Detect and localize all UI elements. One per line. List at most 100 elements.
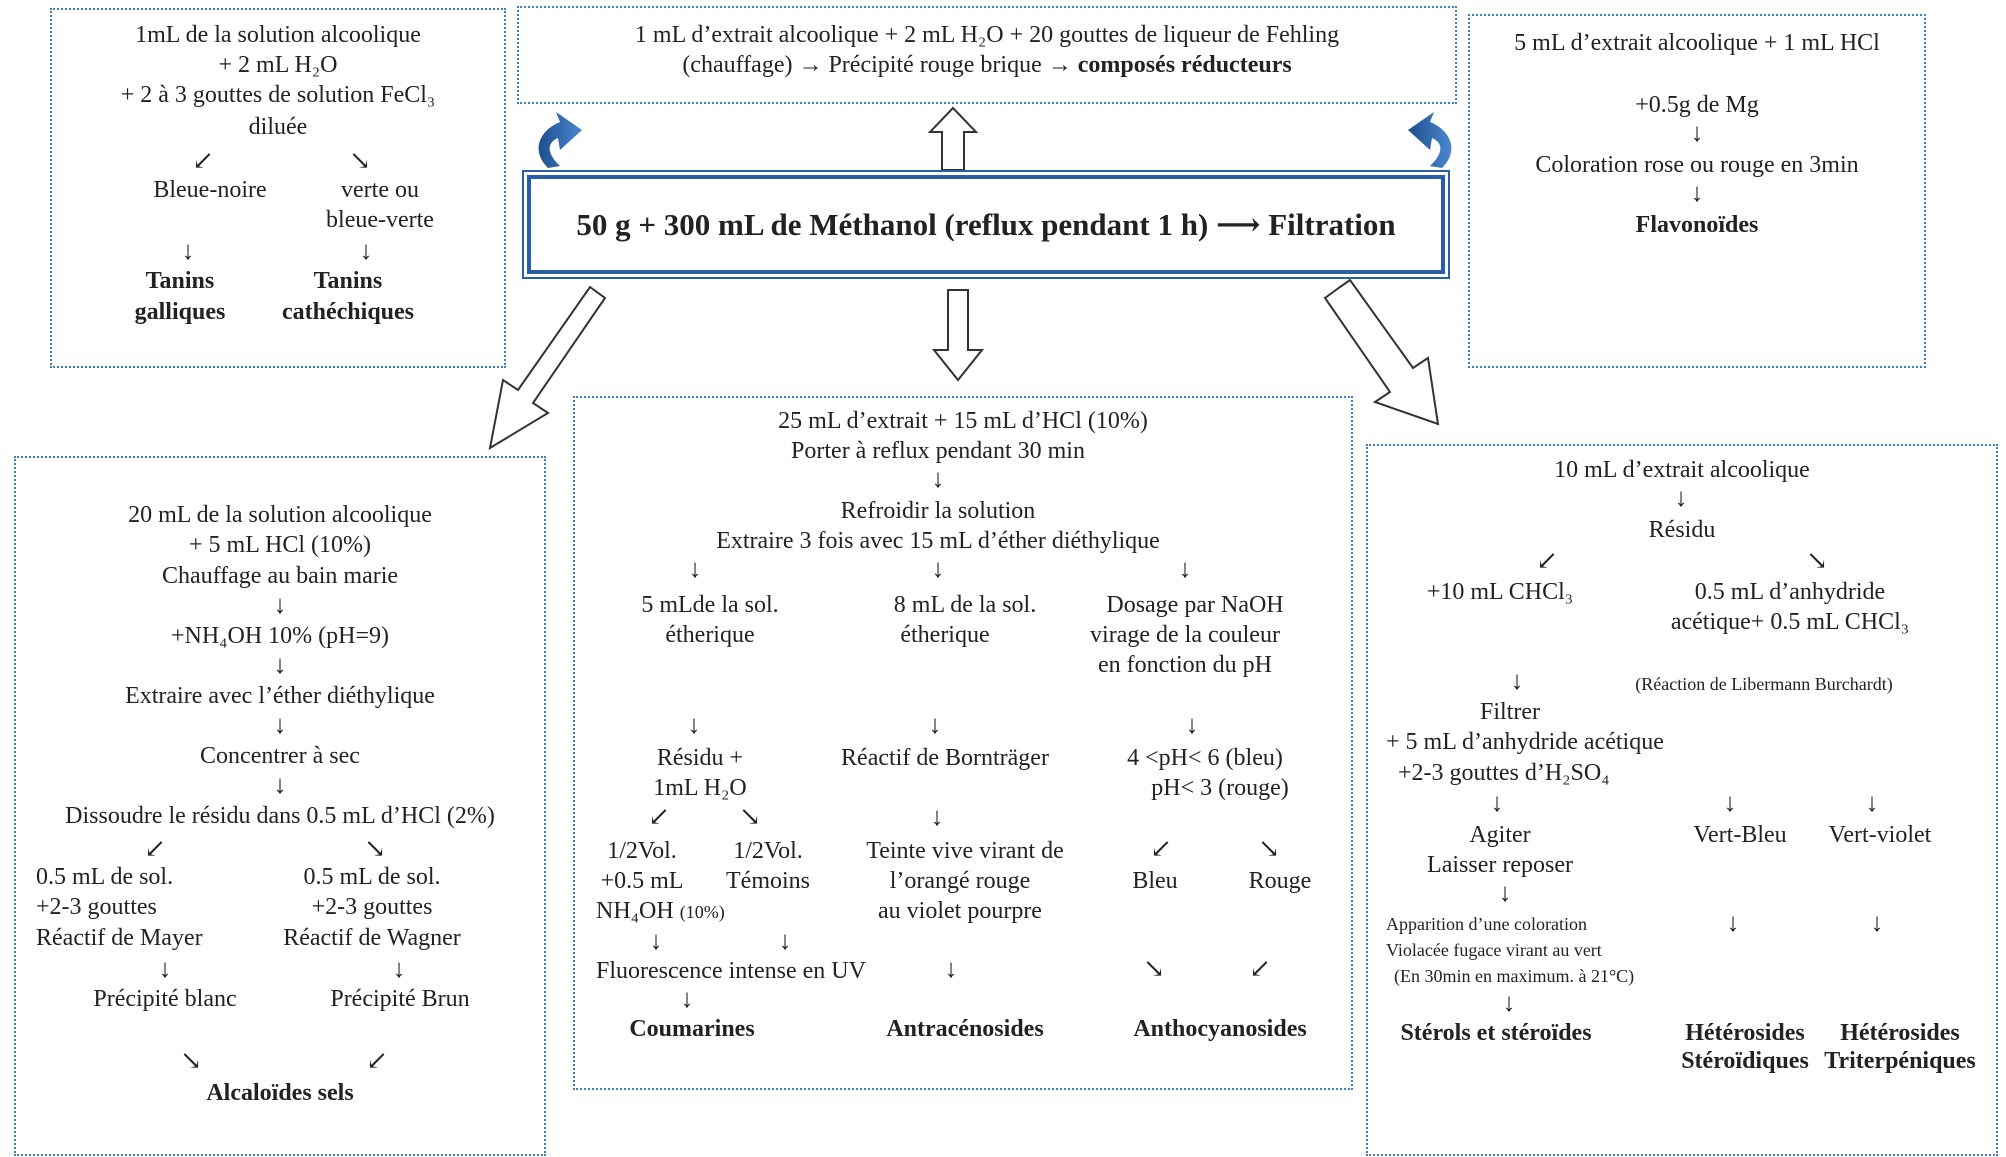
arrow-down: ↓ bbox=[1690, 118, 1704, 147]
ster-result2a: Hétérosides bbox=[1685, 1020, 1805, 1046]
arrow-diag-left bbox=[488, 285, 607, 451]
arrow-sw: ↙ bbox=[648, 802, 670, 831]
arrow-up-fehling bbox=[927, 106, 979, 171]
arrow-sw: ↙ bbox=[1249, 954, 1271, 983]
mid-b2: étherique bbox=[900, 622, 990, 648]
arrow-sw: ↙ bbox=[366, 1046, 388, 1075]
ster-f2: + 5 mL d’anhydride acétique bbox=[1386, 729, 1664, 755]
arrow-down: ↓ bbox=[688, 554, 702, 583]
arrow-down: ↓ bbox=[273, 710, 287, 739]
flavo-line2: +0.5g de Mg bbox=[1635, 92, 1759, 118]
tanins-right1: verte ou bbox=[341, 177, 419, 203]
mid-c2: virage de la couleur bbox=[1090, 622, 1280, 648]
fehling-line1: 1 mL d’extrait alcoolique + 2 mL H₂O + 2… bbox=[634, 22, 1340, 48]
mid-b6: au violet pourpre bbox=[878, 898, 1042, 924]
ster-result2b: Stéroïdiques bbox=[1681, 1048, 1809, 1074]
arrow-down: ↓ bbox=[930, 802, 944, 831]
fehling-result: composés réducteurs bbox=[1077, 52, 1292, 78]
alca-line5: Extraire avec l’éther diéthylique bbox=[125, 683, 435, 709]
arrow-down: ↓ bbox=[1865, 788, 1879, 817]
box-sterols bbox=[1366, 444, 1998, 1156]
box-alcaloides bbox=[14, 456, 546, 1156]
ster-f3: +2-3 gouttes d’H₂SO₄ bbox=[1398, 760, 1610, 786]
mid-b3: Réactif de Bornträger bbox=[841, 745, 1049, 771]
box-tanins bbox=[50, 8, 506, 368]
ster-h1: Apparition d’une coloration bbox=[1386, 914, 1587, 934]
ster-f1: Filtrer bbox=[1480, 699, 1540, 725]
mid-result-c: Anthocyanosides bbox=[1133, 1016, 1307, 1042]
arrow-sw: ↙ bbox=[1150, 834, 1172, 863]
ster-right1: 0.5 mL d’anhydride bbox=[1694, 579, 1886, 605]
alca-left2: +2-3 gouttes bbox=[36, 894, 157, 920]
arrow-down: ↓ bbox=[1178, 554, 1192, 583]
box-flavonoides bbox=[1468, 14, 1926, 368]
mid-c6: Bleu bbox=[1132, 868, 1178, 894]
arrow-down: ↓ bbox=[273, 770, 287, 799]
alca-result: Alcaloïdes sels bbox=[206, 1080, 354, 1106]
ster-left: +10 mL CHCl₃ bbox=[1426, 579, 1574, 605]
arrow-down: ↓ bbox=[680, 984, 694, 1013]
ster-note: (Réaction de Libermann Burchardt) bbox=[1635, 674, 1893, 694]
arrow-down: ↓ bbox=[1490, 788, 1504, 817]
arrow-sw: ↙ bbox=[1536, 546, 1558, 575]
arrow-down-mid bbox=[931, 289, 985, 382]
arrow-down: ↓ bbox=[778, 926, 792, 955]
tanins-right2: bleue-verte bbox=[326, 207, 434, 233]
alca-prec-left: Précipité blanc bbox=[93, 986, 237, 1012]
tanins-res-right1: Tanins bbox=[313, 268, 383, 294]
arrow-se: ↘ bbox=[349, 146, 371, 175]
alca-prec-right: Précipité Brun bbox=[330, 986, 470, 1012]
arrow-se: ↘ bbox=[1806, 546, 1828, 575]
alca-right3: Réactif de Wagner bbox=[283, 925, 461, 951]
arrow-down: ↓ bbox=[392, 954, 406, 983]
arrow-down: ↓ bbox=[273, 650, 287, 679]
ster-h2: Violacée fugace virant au vert bbox=[1386, 940, 1602, 960]
arrow-down: ↓ bbox=[928, 710, 942, 739]
tanins-res-right2: cathéchiques bbox=[282, 299, 414, 325]
mid-a8: 1/2Vol. bbox=[733, 838, 803, 864]
arrow-down: ↓ bbox=[1726, 908, 1740, 937]
mid-line2: Porter à reflux pendant 30 min bbox=[791, 438, 1085, 464]
arrow-down: ↓ bbox=[1185, 710, 1199, 739]
alca-right1: 0.5 mL de sol. bbox=[303, 864, 441, 890]
flavo-line3: Coloration rose ou rouge en 3min bbox=[1535, 152, 1859, 178]
mid-c7: Rouge bbox=[1248, 868, 1312, 894]
mid-line4: Extraire 3 fois avec 15 mL d’éther diéth… bbox=[716, 528, 1160, 554]
mid-a7-text: NH₄OH bbox=[596, 898, 674, 924]
mid-a3: Résidu + bbox=[656, 745, 744, 771]
mid-b1: 8 mL de la sol. bbox=[893, 592, 1037, 618]
curved-arrow-right bbox=[1408, 112, 1452, 168]
mid-a9: Témoins bbox=[726, 868, 810, 894]
tanins-line3: + 2 à 3 gouttes de solution FeCl₃ bbox=[120, 82, 436, 108]
arrow-down: ↓ bbox=[649, 926, 663, 955]
mid-result-a: Coumarines bbox=[629, 1016, 755, 1042]
arrow-down: ↓ bbox=[1502, 988, 1516, 1017]
mid-c3: en fonction du pH bbox=[1098, 652, 1272, 678]
mid-a5: 1/2Vol. bbox=[607, 838, 677, 864]
arrow-down: ↓ bbox=[158, 954, 172, 983]
main-extraction-box: 50 g + 300 mL de Méthanol (reflux pendan… bbox=[524, 172, 1448, 277]
arrow-down: ↓ bbox=[273, 590, 287, 619]
ster-g2: Laisser reposer bbox=[1427, 852, 1573, 878]
mid-line1: 25 mL d’extrait + 15 mL d’HCl (10%) bbox=[778, 408, 1148, 434]
mid-a10: Fluorescence intense en UV bbox=[596, 958, 866, 984]
arrow-down: ↓ bbox=[1723, 788, 1737, 817]
arrow-down: ↓ bbox=[931, 464, 945, 493]
fehling-line2-text: (chauffage) → Précipité rouge brique → bbox=[682, 52, 1078, 78]
arrow-down: ↓ bbox=[1690, 178, 1704, 207]
flavo-result: Flavonoïdes bbox=[1635, 212, 1759, 238]
arrow-se: ↘ bbox=[1258, 834, 1280, 863]
alca-line1: 20 mL de la solution alcoolique bbox=[128, 502, 432, 528]
ster-line1: 10 mL d’extrait alcoolique bbox=[1554, 457, 1810, 483]
ster-result3b: Triterpéniques bbox=[1824, 1048, 1976, 1074]
ster-vert-bleu: Vert-Bleu bbox=[1693, 822, 1787, 848]
mid-c4: 4 <pH< 6 (bleu) bbox=[1127, 745, 1283, 771]
arrow-se: ↘ bbox=[739, 802, 761, 831]
mid-result-b: Antracénosides bbox=[886, 1016, 1044, 1042]
mid-c5: pH< 3 (rouge) bbox=[1151, 775, 1289, 801]
box-fehling bbox=[517, 6, 1457, 104]
fehling-line2: (chauffage) → Précipité rouge brique → c… bbox=[517, 50, 1457, 80]
mid-a4: 1mL H₂O bbox=[653, 775, 747, 801]
ster-result3a: Hétérosides bbox=[1840, 1020, 1960, 1046]
